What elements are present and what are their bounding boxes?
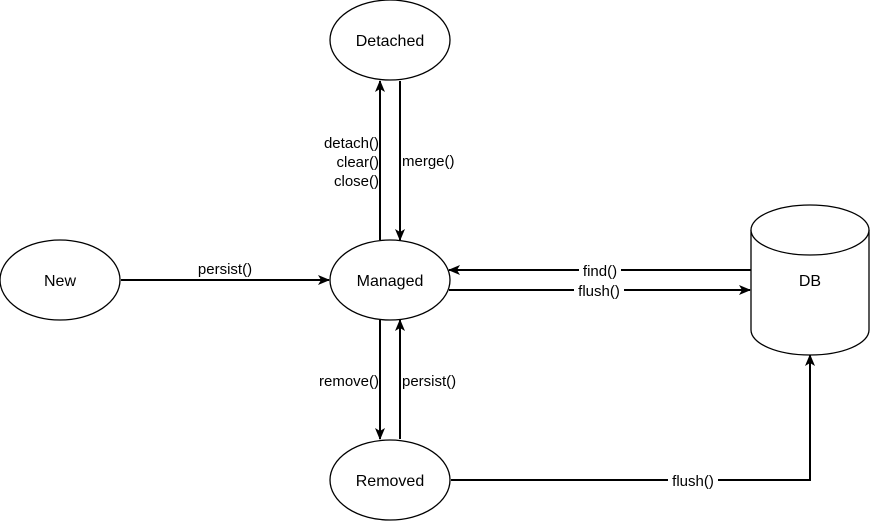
edge-removed-to-db (451, 354, 815, 481)
edge-managed-to-detached-label-3: close() (334, 173, 379, 190)
node-removed-label: Removed (356, 473, 424, 490)
edge-managed-to-db-label: flush() (578, 283, 620, 300)
node-db-label: DB (799, 273, 821, 290)
node-db (750, 204, 870, 356)
node-managed-label: Managed (357, 273, 424, 290)
edge-managed-to-detached-label-2: clear() (336, 154, 379, 171)
edge-managed-to-detached-label-1: detach() (324, 135, 379, 152)
edge-managed-to-removed-label: remove() (319, 373, 379, 390)
node-managed (329, 239, 451, 321)
node-new (0, 239, 121, 321)
edge-db-to-managed-label: find() (583, 263, 617, 280)
edge-new-to-managed-label: persist() (198, 261, 252, 278)
edge-detached-to-managed-label: merge() (402, 153, 455, 170)
node-new-label: New (44, 273, 76, 290)
edge-removed-to-managed-label: persist() (402, 373, 456, 390)
node-removed (329, 439, 451, 521)
node-detached (329, 0, 451, 81)
node-detached-label: Detached (356, 33, 425, 50)
edge-removed-to-db-label: flush() (672, 473, 714, 490)
